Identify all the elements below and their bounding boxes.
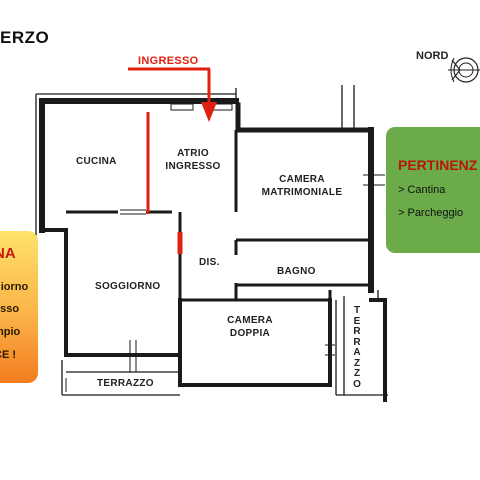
left-panel-item: esso	[0, 303, 20, 315]
room-label-atrio-line2: INGRESSO	[165, 161, 221, 172]
pertinenze-item-cantina: > Cantina	[398, 184, 446, 196]
left-panel-heading: NA	[0, 245, 16, 262]
compass-north-icon	[448, 57, 480, 83]
room-label-camera-doppia-line2: DOPPIA	[229, 328, 271, 339]
room-label-terrazzo-bottom: TERRAZZO	[97, 378, 154, 389]
pertinenze-panel: PERTINENZ > Cantina > Parcheggio	[386, 127, 480, 253]
terrazzo-letter: A	[353, 347, 361, 358]
terrazzo-letter: O	[353, 378, 361, 390]
terrazzo-letter: R	[353, 336, 361, 348]
exterior-walls	[39, 98, 387, 402]
terrazzo-letter: R	[353, 326, 361, 337]
terrazzo-letter: T	[353, 305, 361, 316]
interior-walls	[66, 112, 370, 302]
room-label-camera-matrimoniale: CAMERA MATRIMONIALE	[256, 173, 348, 199]
compass-label: NORD	[416, 50, 449, 62]
terrazzo-letter: Z	[353, 368, 361, 379]
page-title: ERZO	[0, 28, 50, 47]
room-label-cucina: CUCINA	[76, 156, 117, 167]
left-panel-item: CE !	[0, 349, 16, 361]
room-label-atrio-line1: ATRIO	[177, 148, 209, 159]
pertinenze-item-parcheggio: > Parcheggio	[398, 207, 464, 219]
room-label-dis: DIS.	[199, 257, 220, 268]
left-info-panel: NA giorno esso mpio CE !	[0, 231, 38, 383]
room-label-camera-doppia-line1: CAMERA	[227, 315, 273, 326]
room-label-atrio: ATRIO INGRESSO	[160, 147, 226, 173]
left-panel-item: mpio	[0, 326, 21, 338]
pertinenze-heading: PERTINENZ	[398, 157, 478, 173]
room-label-camera-matrimoniale-line1: CAMERA	[279, 174, 325, 185]
left-panel-item: giorno	[0, 281, 29, 293]
room-label-soggiorno: SOGGIORNO	[95, 281, 161, 292]
entrance-highlight	[128, 67, 217, 254]
room-label-camera-matrimoniale-line2: MATRIMONIALE	[261, 187, 343, 198]
eave-lines	[35, 85, 388, 396]
terrazzo-letter: E	[353, 315, 361, 327]
room-label-terrazzo-side: T E R R A Z Z O	[351, 305, 363, 390]
entrance-label: INGRESSO	[138, 55, 199, 67]
room-label-bagno: BAGNO	[277, 266, 316, 277]
window-marks	[65, 103, 385, 392]
terrazzo-letter: Z	[353, 357, 361, 369]
room-label-camera-doppia: CAMERA DOPPIA	[222, 314, 278, 340]
